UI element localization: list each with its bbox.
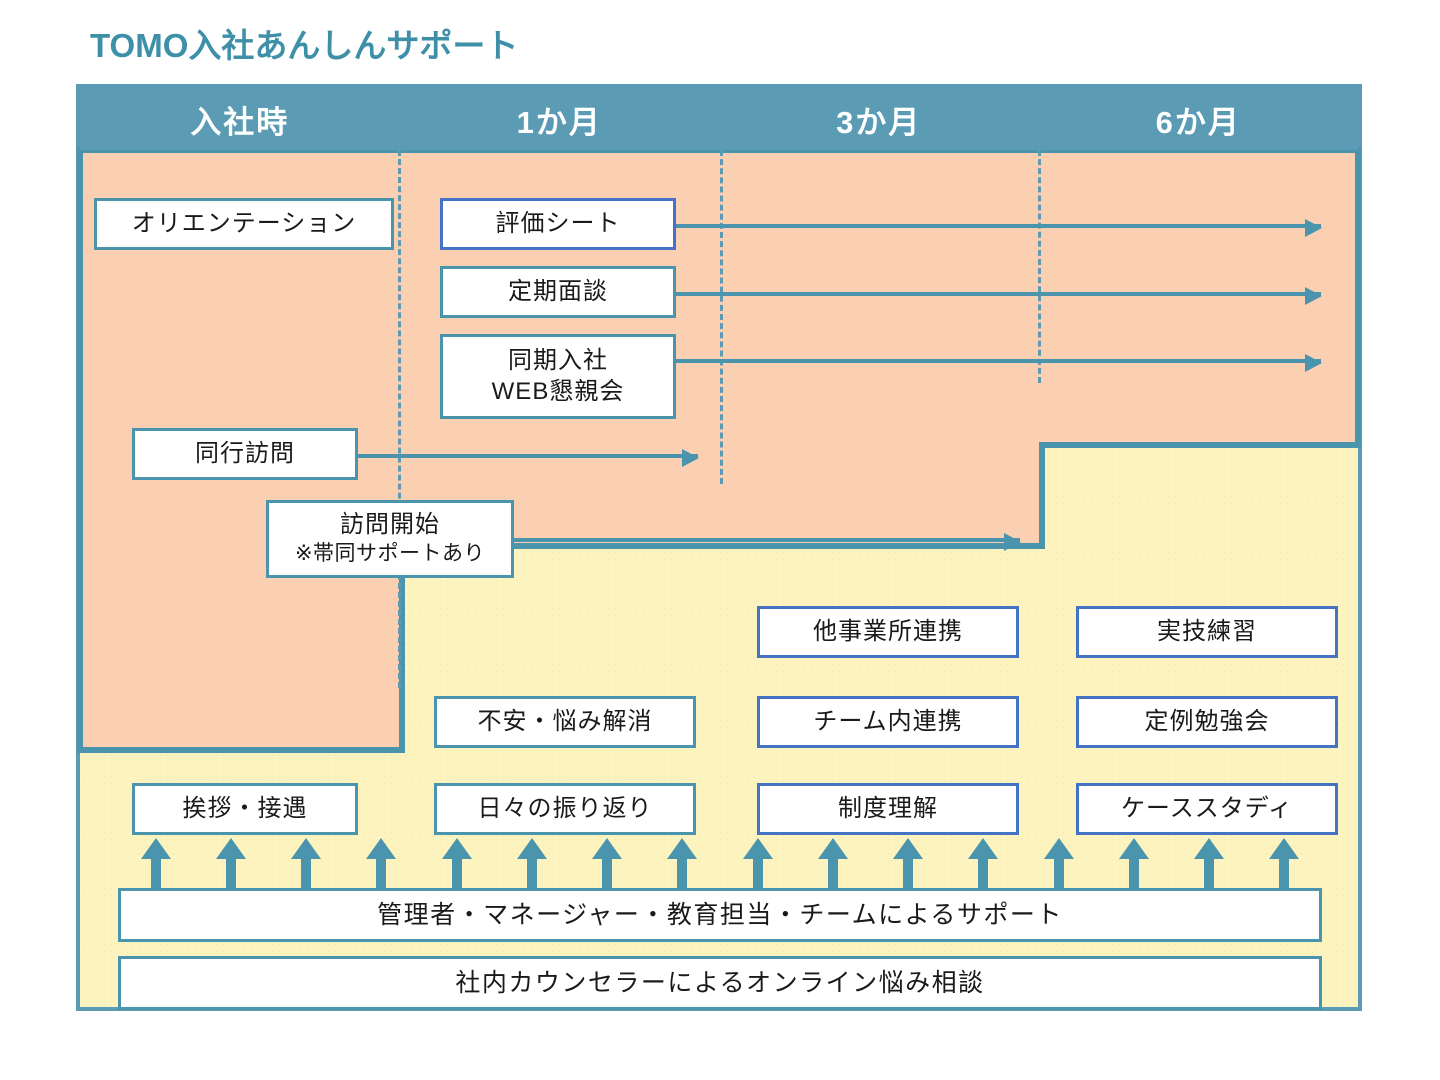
support-up-arrow xyxy=(968,838,999,888)
box-label-line2: ※帯同サポートあり xyxy=(294,541,486,565)
support-up-arrow xyxy=(742,838,773,888)
box-label: 同行訪問 xyxy=(195,439,295,467)
box-label: 挨拶・接遇 xyxy=(182,794,308,822)
box-daily-reflection[interactable]: 日々の振り返り xyxy=(434,783,696,835)
box-regular-study[interactable]: 定例勉強会 xyxy=(1076,696,1338,748)
box-label: 定期面談 xyxy=(508,277,608,305)
arrow-visit-start xyxy=(514,533,1021,551)
box-label-line2: WEB懇親会 xyxy=(491,377,625,405)
arrow-regular-interview xyxy=(676,287,1322,305)
arrow-accompanied-visit xyxy=(358,449,699,467)
box-label: 実技練習 xyxy=(1157,617,1257,645)
timeline-header: 入社時 1か月 3か月 6か月 xyxy=(80,88,1358,150)
support-up-arrow xyxy=(1194,838,1225,888)
column-divider-1 xyxy=(398,150,401,688)
arrow-evaluation-sheet xyxy=(676,219,1322,237)
box-case-study[interactable]: ケーススタディ xyxy=(1076,783,1338,835)
support-up-arrow xyxy=(1118,838,1149,888)
box-system-understanding[interactable]: 制度理解 xyxy=(757,783,1019,835)
column-divider-3 xyxy=(1038,150,1041,383)
box-label: 不安・悩み解消 xyxy=(477,707,653,735)
box-label: 定例勉強会 xyxy=(1144,707,1270,735)
header-col-1: 1か月 xyxy=(516,104,602,140)
support-up-arrow xyxy=(441,838,472,888)
support-up-arrow xyxy=(291,838,322,888)
box-visit-start[interactable]: 訪問開始 ※帯同サポートあり xyxy=(266,500,514,578)
timeline-frame: 入社時 1か月 3か月 6か月 オリエンテーション 評価シート 定期面談 同期入… xyxy=(76,84,1362,1011)
box-team-coop[interactable]: チーム内連携 xyxy=(757,696,1019,748)
support-up-arrow xyxy=(516,838,547,888)
arrow-web-social xyxy=(676,354,1322,372)
support-up-arrow xyxy=(140,838,171,888)
header-col-0: 入社時 xyxy=(190,104,290,140)
support-up-arrow xyxy=(1043,838,1074,888)
box-label: チーム内連携 xyxy=(813,707,963,735)
box-practical-training[interactable]: 実技練習 xyxy=(1076,606,1338,658)
support-up-arrow xyxy=(667,838,698,888)
bar-online-counseling[interactable]: 社内カウンセラーによるオンライン悩み相談 xyxy=(118,956,1322,1010)
box-label: 評価シート xyxy=(495,209,621,237)
box-greeting-hospitality[interactable]: 挨拶・接遇 xyxy=(132,783,358,835)
support-up-arrow xyxy=(592,838,623,888)
page-title: TOMO入社あんしんサポート xyxy=(90,27,519,64)
box-regular-interview[interactable]: 定期面談 xyxy=(440,266,676,318)
box-label: 他事業所連携 xyxy=(813,617,963,645)
bar-manager-support[interactable]: 管理者・マネージャー・教育担当・チームによるサポート xyxy=(118,888,1322,942)
box-label: 同期入社 xyxy=(508,346,608,374)
header-col-2: 3か月 xyxy=(836,104,922,140)
box-evaluation-sheet[interactable]: 評価シート xyxy=(440,198,676,250)
column-divider-2 xyxy=(720,150,723,484)
box-anxiety-relief[interactable]: 不安・悩み解消 xyxy=(434,696,696,748)
support-arrows-row xyxy=(118,838,1322,888)
box-label: 日々の振り返り xyxy=(477,794,653,822)
box-label: 制度理解 xyxy=(838,794,938,822)
support-up-arrow xyxy=(1269,838,1300,888)
box-orientation[interactable]: オリエンテーション xyxy=(94,198,394,250)
box-label: オリエンテーション xyxy=(131,209,357,237)
box-web-social[interactable]: 同期入社 WEB懇親会 xyxy=(440,334,676,419)
box-other-office-coop[interactable]: 他事業所連携 xyxy=(757,606,1019,658)
bar-label: 社内カウンセラーによるオンライン悩み相談 xyxy=(455,969,985,997)
box-accompanied-visit[interactable]: 同行訪問 xyxy=(132,428,358,480)
box-label: ケーススタディ xyxy=(1120,794,1294,822)
support-up-arrow xyxy=(893,838,924,888)
support-up-arrow xyxy=(215,838,246,888)
header-col-3: 6か月 xyxy=(1155,104,1241,140)
support-up-arrow xyxy=(366,838,397,888)
box-label: 訪問開始 xyxy=(340,511,440,539)
bar-label: 管理者・マネージャー・教育担当・チームによるサポート xyxy=(377,901,1063,929)
support-up-arrow xyxy=(817,838,848,888)
